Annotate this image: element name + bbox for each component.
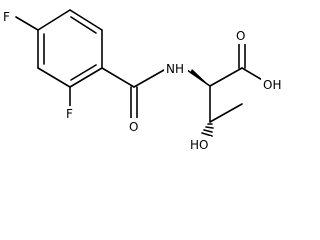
- ring-bond-a-inner: [70, 16, 97, 34]
- ring-bond-a: [69, 9, 103, 31]
- bond-carbonyl-to-n: [133, 69, 165, 88]
- bond-carboxyl-to-oh: [241, 67, 265, 82]
- atom-f-top: F: [3, 10, 10, 24]
- ring-bond-d: [37, 67, 71, 88]
- bond-beta-to-methyl: [209, 103, 243, 123]
- molecule-drawing: F F NH O O OH HO: [3, 9, 282, 152]
- bond-ring-to-carbonyl: [101, 67, 135, 88]
- hashed-bond-beta-to-ho: [201, 123, 214, 137]
- benzene-ring: [37, 9, 103, 88]
- atom-o-carboxyl: O: [236, 29, 245, 43]
- structure-canvas: F F NH O O OH HO: [3, 9, 282, 152]
- atom-f-ortho: F: [66, 107, 73, 121]
- atom-ho-side: HO: [190, 138, 208, 152]
- bond-alpha-to-carboxyl: [209, 67, 243, 87]
- ring-bond-f: [37, 9, 71, 31]
- ring-bond-c-inner: [70, 64, 97, 81]
- ring-bond-c: [69, 67, 103, 88]
- atom-oh-acid: OH: [263, 78, 281, 92]
- atom-o-carbonyl: O: [129, 120, 138, 134]
- wedge-bond-alpha: [190, 69, 210, 86]
- atom-nh: NH: [166, 62, 184, 76]
- bond-ring-to-f-top: [15, 16, 39, 31]
